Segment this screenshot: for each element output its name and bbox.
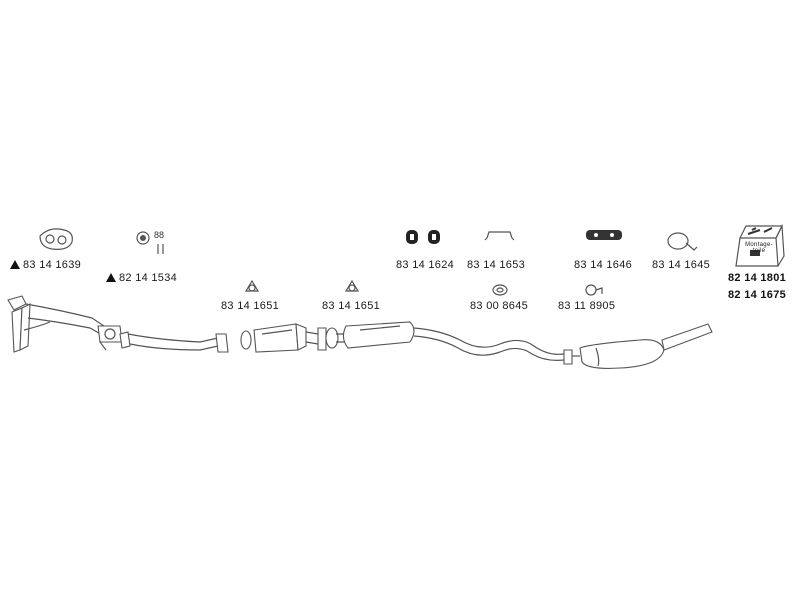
part-label-83141651-a: 83 14 1651 [221,300,280,312]
triangle-gasket-icon [244,279,260,292]
intermediate-pipe [119,331,229,353]
warning-triangle-icon [106,273,116,282]
bolt-kit-icon: 88 [136,230,164,254]
warning-triangle-icon [10,260,20,269]
triangle-gasket-icon [344,279,360,292]
part-label-83118905: 83 11 8905 [558,300,616,312]
part-label-82141534: 82 14 1534 [106,272,177,284]
middle-silencer [325,321,415,349]
kit-box-label: Montage- teile [744,242,774,254]
connecting-pipe [413,327,573,365]
rear-silencer [572,339,665,369]
tail-pipe [661,323,713,351]
clamp-icon [585,284,603,296]
kit-number-2: 82 14 1675 [728,289,787,301]
kit-box-label-line2: teile [752,248,766,254]
rubber-strip-icon [586,230,622,240]
part-label-83141653: 83 14 1653 [467,259,526,271]
hose-clamp-icon [667,232,698,251]
ring-gasket-icon [492,284,508,296]
part-label-83141651-b: 83 14 1651 [322,300,381,312]
mounting-kit-box-icon [735,223,785,267]
part-label-83008645: 83 00 8645 [470,300,529,312]
part-label-83141645: 83 14 1645 [652,259,711,271]
flange-gasket-icon [39,228,73,250]
rubber-mount-icon [406,230,440,244]
kit-box-label-line1: Montage- [745,242,773,248]
catalytic-converter [240,323,327,353]
part-label-83141646: 83 14 1646 [574,259,633,271]
part-label-83141624: 83 14 1624 [396,259,455,271]
front-pipe [7,295,123,353]
part-label-83141639: 83 14 1639 [10,259,81,271]
hanger-strap-icon [484,231,515,241]
kit-number-1: 82 14 1801 [728,272,787,284]
svg-text:88: 88 [154,230,164,240]
